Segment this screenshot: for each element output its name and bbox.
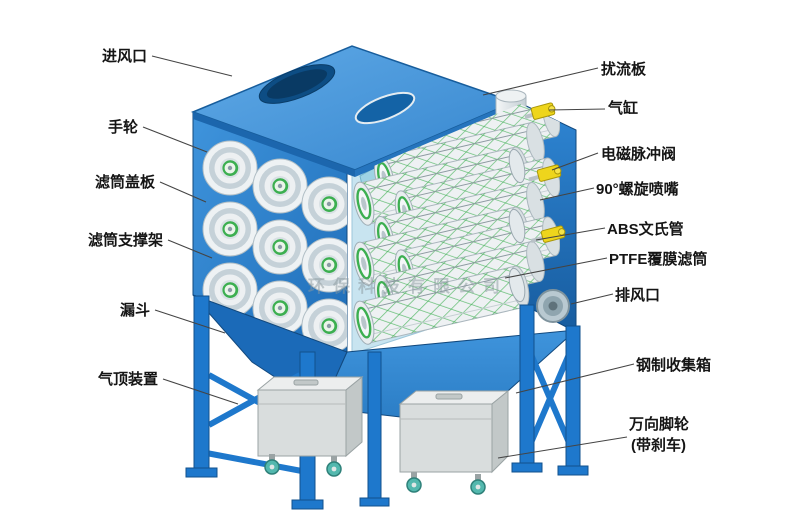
collection-bin-right <box>398 389 510 495</box>
label-air-jack-device: 气顶装置 <box>97 370 158 388</box>
foot-plate <box>511 462 543 473</box>
leader-exhaust-outlet <box>570 293 614 305</box>
watermark-text: 环保科技有限公司 <box>308 276 508 296</box>
filter-cover <box>251 218 309 276</box>
leader-filter-cover-plate <box>159 181 207 203</box>
label-hopper: 漏斗 <box>120 302 150 319</box>
leg <box>519 304 535 466</box>
filter-cover <box>300 175 347 233</box>
label-exhaust-outlet: 排风口 <box>615 286 660 304</box>
leader-baffle-plate <box>482 67 599 96</box>
label-solenoid-pulse-valve: 电磁脉冲阀 <box>601 145 676 163</box>
collection-bin-left <box>256 375 364 477</box>
label-spiral-nozzle: 90°螺旋喷嘴 <box>596 180 679 198</box>
bin-handle <box>293 379 319 386</box>
caster-wheel <box>264 453 280 475</box>
bin-handle <box>435 393 463 400</box>
leader-solenoid-pulse-valve <box>551 152 599 171</box>
air-inlet-opening <box>258 64 336 104</box>
leader-hopper <box>154 309 226 334</box>
filter-cover <box>201 139 259 197</box>
leader-air-jack-device <box>162 378 239 405</box>
label-filter-cover-plate: 滤筒盖板 <box>95 173 156 191</box>
label-air-cylinder: 气缸 <box>607 99 638 117</box>
label-handwheel: 手轮 <box>108 118 138 136</box>
label-ptfe-cartridge: PTFE覆膜滤筒 <box>609 250 707 268</box>
foot-plate <box>557 465 589 476</box>
foot-plate <box>359 497 390 507</box>
cross-brace <box>524 343 576 454</box>
leader-filter-support-frame <box>167 239 213 259</box>
label-caster-brake-note: (带刹车) <box>631 436 686 454</box>
pulse-valve <box>524 102 556 120</box>
leader-universal-caster <box>497 436 628 459</box>
label-filter-support-frame: 滤筒支撑架 <box>88 231 163 249</box>
collection-bins <box>256 375 510 495</box>
leg <box>193 295 210 471</box>
filter-cover <box>201 200 259 258</box>
pulse-valves <box>524 102 566 244</box>
leader-abs-venturi <box>535 227 606 241</box>
venturi-mounts <box>508 148 526 303</box>
leader-spiral-nozzle <box>539 187 595 201</box>
foot-plate <box>291 499 324 510</box>
leader-air-inlet <box>151 55 233 77</box>
label-universal-caster: 万向脚轮 <box>628 415 689 433</box>
label-air-inlet: 进风口 <box>102 48 147 65</box>
label-abs-venturi: ABS文氏管 <box>607 220 684 238</box>
bottom-brace <box>200 449 308 475</box>
foot-plate <box>185 467 218 478</box>
leg <box>367 351 382 501</box>
label-steel-collection-box: 钢制收集箱 <box>636 356 711 374</box>
caster-wheel <box>326 455 342 477</box>
exhaust-outlet <box>536 289 570 323</box>
label-baffle-plate: 扰流板 <box>601 60 647 78</box>
leader-handwheel <box>142 126 208 153</box>
leader-ptfe-cartridge <box>504 257 608 279</box>
top-access-port <box>354 91 416 125</box>
leader-steel-collection-box <box>515 363 635 394</box>
leader-air-cylinder <box>548 108 606 111</box>
filter-cover <box>251 157 309 215</box>
caster-wheel <box>470 473 486 495</box>
labels-right: 扰流板 气缸 电磁脉冲阀 90°螺旋喷嘴 ABS文氏管 PTFE覆膜滤筒 排风口… <box>596 60 711 454</box>
caster-wheel <box>406 471 422 493</box>
leader-lines <box>142 55 635 459</box>
labels-left: 进风口 手轮 滤筒盖板 滤筒支撑架 漏斗 气顶装置 <box>88 48 163 388</box>
